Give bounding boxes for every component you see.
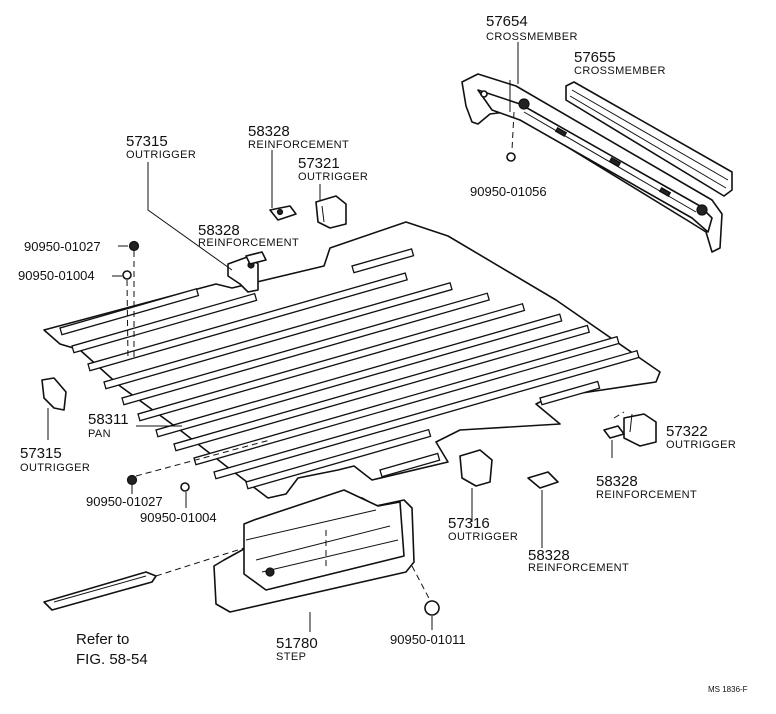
label-58311: 58311 PAN	[88, 411, 129, 440]
label-57654-num: 57654	[486, 13, 528, 30]
label-bolt-90950-01004-top: 90950-01004	[18, 268, 95, 283]
bolt-90950-01056	[506, 111, 516, 162]
label-bolt-90950-01011: 90950-01011	[390, 632, 466, 647]
label-57316-num: 57316	[448, 515, 490, 532]
bolt-90950-01011	[424, 600, 440, 616]
outrigger-57315-left	[41, 377, 67, 411]
label-bolt-90950-01027-bottom: 90950-01027	[86, 494, 163, 509]
label-57655-num: 57655	[574, 49, 616, 66]
label-57315-top: 57315 OUTRIGGER	[126, 133, 196, 161]
outrigger-57316	[459, 449, 493, 487]
label-57316: 57316 OUTRIGGER	[448, 515, 518, 543]
label-refer-line2: FIG. 58-54	[76, 651, 148, 668]
floor-pan-58311	[43, 221, 661, 499]
label-58328-top-name: REINFORCEMENT	[248, 139, 349, 151]
bolt-90950-01027-top	[128, 240, 140, 360]
label-57322-name: OUTRIGGER	[666, 439, 736, 451]
label-bolt-90950-01027-top: 90950-01027	[24, 239, 101, 254]
label-57315-left: 57315 OUTRIGGER	[20, 445, 90, 474]
label-51780-name: STEP	[276, 651, 306, 663]
label-57321-name: OUTRIGGER	[298, 171, 368, 183]
label-58328-bottom-name: REINFORCEMENT	[528, 562, 629, 574]
label-bolt-90950-01004-bottom: 90950-01004	[140, 510, 217, 525]
label-58328-right: 58328 REINFORCEMENT	[596, 473, 697, 501]
label-58328-bottom: 58328 REINFORCEMENT	[528, 547, 629, 574]
label-57315-top-name: OUTRIGGER	[126, 149, 196, 161]
label-58311-name: PAN	[88, 428, 111, 440]
label-refer-to-fig: Refer to FIG. 58-54	[76, 631, 148, 668]
label-57322-num: 57322	[666, 423, 708, 440]
label-51780: 51780 STEP	[276, 635, 318, 663]
label-57654-name: CROSSMEMBER	[486, 31, 578, 43]
label-57655: 57655 CROSSMEMBER	[574, 49, 666, 77]
figure-code: MS 1836-F	[708, 685, 748, 694]
reinforcement-58328-right	[603, 411, 625, 439]
outrigger-57322	[623, 413, 657, 447]
label-51780-num: 51780	[276, 635, 318, 652]
label-bolt-90950-01056: 90950-01056	[470, 184, 547, 199]
label-57315-left-num: 57315	[20, 445, 62, 462]
label-58311-num: 58311	[88, 411, 129, 428]
label-refer-line1: Refer to	[76, 631, 129, 648]
step-bar	[43, 547, 245, 611]
label-58328-right-name: REINFORCEMENT	[596, 489, 697, 501]
label-58328-mid-num: 58328	[198, 222, 240, 239]
crossmember-57654	[461, 73, 723, 253]
pan-ribs	[59, 248, 640, 490]
outrigger-57321	[315, 195, 347, 229]
label-57315-left-name: OUTRIGGER	[20, 462, 90, 474]
label-57321: 57321 OUTRIGGER	[298, 155, 368, 183]
label-58328-right-num: 58328	[596, 473, 638, 490]
label-58328-mid: 58328 REINFORCEMENT	[198, 222, 299, 249]
reinforcement-58328-top	[269, 205, 297, 221]
label-58328-top-num: 58328	[248, 123, 290, 140]
label-57315-top-num: 57315	[126, 133, 168, 150]
reinforcement-58328-mid	[245, 251, 267, 265]
crossmember-57655	[565, 81, 733, 197]
label-57316-name: OUTRIGGER	[448, 531, 518, 543]
bolt-90950-01004-bottom	[180, 482, 190, 492]
reinforcement-58328-bottom	[527, 471, 559, 489]
label-57654: 57654 CROSSMEMBER	[486, 13, 578, 43]
label-58328-top: 58328 REINFORCEMENT	[248, 123, 349, 151]
step-51780	[213, 489, 433, 613]
leader-lines	[47, 42, 633, 632]
label-58328-mid-name: REINFORCEMENT	[198, 237, 299, 249]
label-57322: 57322 OUTRIGGER	[666, 423, 736, 451]
label-57655-name: CROSSMEMBER	[574, 65, 666, 77]
label-58328-bottom-num: 58328	[528, 547, 570, 564]
bolt-90950-01004-top	[122, 270, 132, 361]
label-57321-num: 57321	[298, 155, 340, 172]
